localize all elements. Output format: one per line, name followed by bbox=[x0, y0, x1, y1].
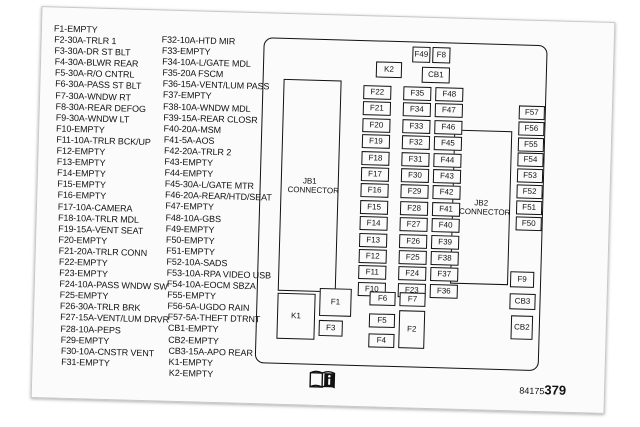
fuse: F40 bbox=[431, 218, 460, 234]
fuse: F44 bbox=[433, 152, 462, 168]
fuse: F3 bbox=[318, 319, 343, 337]
relay: K1 bbox=[276, 292, 316, 340]
fuse: F29 bbox=[400, 184, 429, 200]
fuse: F5 bbox=[368, 313, 396, 329]
fuse: F49 bbox=[412, 46, 431, 63]
fuse: F28 bbox=[399, 200, 429, 216]
fuse: F24 bbox=[398, 266, 427, 282]
fuse: F25 bbox=[398, 250, 427, 265]
fuse: F15 bbox=[359, 199, 389, 215]
fuse: F8 bbox=[432, 46, 451, 64]
fuse: F48 bbox=[435, 87, 464, 102]
fuse: F43 bbox=[432, 169, 462, 184]
fuse: F39 bbox=[430, 234, 460, 250]
fuse-list-entry: K2-EMPTY bbox=[168, 367, 214, 379]
fuse: F53 bbox=[516, 168, 544, 184]
fuse: F4 bbox=[368, 333, 395, 349]
fuse: F12 bbox=[358, 249, 387, 264]
fuse: F7 bbox=[399, 292, 426, 307]
part-number-prefix: 84175 bbox=[519, 385, 545, 397]
fuse: F31 bbox=[401, 151, 430, 167]
fuse: F37 bbox=[430, 267, 459, 283]
fuse: F46 bbox=[434, 119, 463, 135]
fuse: F41 bbox=[431, 201, 461, 217]
fuse: F18 bbox=[361, 150, 390, 166]
manual-info-icon bbox=[309, 370, 336, 389]
fuse: F56 bbox=[518, 121, 545, 136]
part-number: 84175379 bbox=[519, 382, 566, 398]
fuse: F35 bbox=[403, 86, 432, 101]
fuse: F19 bbox=[361, 134, 391, 150]
fuse: F54 bbox=[517, 152, 544, 168]
fuse: F33 bbox=[402, 118, 431, 134]
jb1-connector-label: JB1 CONNECTOR bbox=[287, 176, 340, 196]
fuse: F17 bbox=[360, 167, 390, 182]
jb1-connector: JB1 CONNECTOR bbox=[277, 78, 342, 293]
fuse: F47 bbox=[434, 103, 464, 119]
fuse: F21 bbox=[362, 101, 392, 117]
fuse: F57 bbox=[518, 105, 545, 121]
circuit-breaker: CB3 bbox=[509, 293, 536, 310]
fuse: F11 bbox=[358, 265, 387, 281]
fuse: F36 bbox=[429, 283, 458, 299]
fuse: F55 bbox=[517, 137, 545, 152]
fuse: F32 bbox=[401, 135, 431, 151]
part-number-suffix: 379 bbox=[544, 382, 567, 398]
fuse: F45 bbox=[433, 136, 463, 152]
fuse: F27 bbox=[399, 217, 428, 233]
fuse: F20 bbox=[362, 117, 391, 133]
circuit-breaker: CB1 bbox=[421, 66, 451, 84]
fuse: F50 bbox=[515, 215, 542, 231]
circuit-breaker: CB2 bbox=[510, 315, 534, 340]
fuse: F42 bbox=[432, 185, 461, 201]
fuse: F13 bbox=[358, 232, 388, 248]
fuse: F26 bbox=[398, 233, 428, 249]
fuse: F2 bbox=[398, 310, 426, 349]
fuse: F6 bbox=[369, 291, 396, 307]
fuse: F34 bbox=[402, 102, 432, 118]
relay: K2 bbox=[375, 61, 403, 79]
fuse: F51 bbox=[515, 200, 543, 215]
fuse: F9 bbox=[509, 271, 535, 288]
fuse: F38 bbox=[430, 251, 459, 266]
fuse: F1 bbox=[319, 287, 352, 317]
fuse: F14 bbox=[359, 216, 388, 231]
fuse: F16 bbox=[360, 183, 389, 199]
fuse: F22 bbox=[363, 85, 392, 100]
fuse: F52 bbox=[516, 184, 543, 200]
fuse: F30 bbox=[400, 168, 430, 183]
jb2-connector-label: JB2 CONNECTOR bbox=[458, 198, 511, 218]
